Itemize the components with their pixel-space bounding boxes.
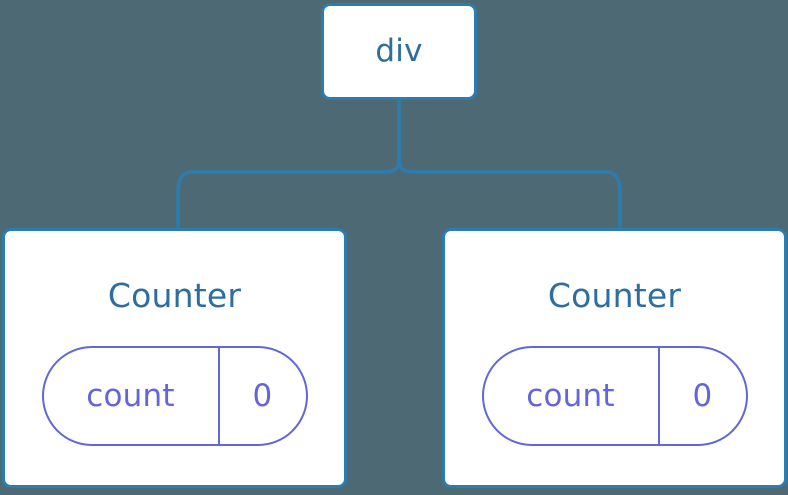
node-counter-left[interactable]: Counter count 0 — [2, 228, 347, 488]
state-badge-count-left: count 0 — [41, 346, 308, 446]
state-value-label: 0 — [692, 378, 713, 414]
node-div[interactable]: div — [321, 3, 477, 100]
connector-branch-left — [176, 158, 401, 230]
state-key-label: count — [484, 348, 660, 444]
state-key-label: count — [44, 348, 220, 444]
node-div-label: div — [375, 33, 423, 69]
node-counter-right-label: Counter — [547, 276, 682, 315]
state-value-label: 0 — [252, 378, 273, 414]
state-badge-count-right: count 0 — [481, 346, 748, 446]
node-counter-right[interactable]: Counter count 0 — [442, 228, 787, 488]
connector-branch-right — [397, 158, 622, 230]
node-counter-left-label: Counter — [107, 276, 242, 315]
